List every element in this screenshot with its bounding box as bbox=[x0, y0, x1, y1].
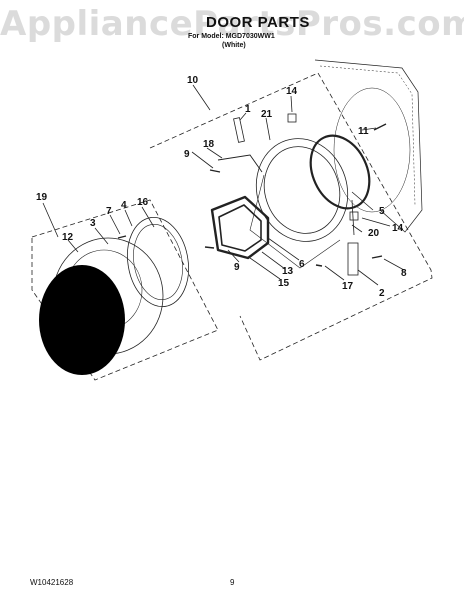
callout-label: 10 bbox=[187, 75, 199, 86]
callout-label: 1 bbox=[245, 104, 251, 115]
callout-label: 11 bbox=[358, 126, 369, 137]
callout-label: 9 bbox=[234, 262, 240, 273]
model-line: For Model: MGD7030WW1 bbox=[188, 33, 275, 40]
callout-label: 13 bbox=[282, 266, 294, 277]
callout-label: 14 bbox=[286, 86, 298, 97]
page-number: 9 bbox=[230, 578, 235, 587]
callout-label: 5 bbox=[379, 206, 385, 217]
callout-label: 14 bbox=[392, 223, 404, 234]
callout-label: 16 bbox=[137, 197, 149, 208]
door-glass-shape bbox=[39, 265, 125, 375]
callout-label: 18 bbox=[203, 139, 215, 150]
callout-label: 2 bbox=[379, 288, 385, 299]
callout-label: 21 bbox=[261, 109, 273, 120]
callout-label: 15 bbox=[278, 278, 290, 289]
callout-label: 19 bbox=[36, 192, 48, 203]
callout-label: 7 bbox=[106, 206, 112, 217]
callout-label: 3 bbox=[90, 218, 96, 229]
callout-label: 6 bbox=[299, 259, 305, 270]
page-title: DOOR PARTS bbox=[206, 14, 310, 31]
color-line: (White) bbox=[222, 42, 246, 49]
callout-label: 8 bbox=[401, 268, 407, 279]
callout-label: 17 bbox=[342, 281, 354, 292]
watermark-text: AppliancePartsPros.com bbox=[0, 4, 464, 44]
callout-label: 9 bbox=[184, 149, 190, 160]
callout-label: 4 bbox=[121, 200, 127, 211]
callout-labels: 10 1 14 21 9 18 11 19 3 7 4 16 12 5 14 2… bbox=[36, 75, 407, 299]
document-number: W10421628 bbox=[30, 578, 74, 587]
callout-label: 20 bbox=[368, 228, 380, 239]
callout-label: 12 bbox=[62, 232, 74, 243]
